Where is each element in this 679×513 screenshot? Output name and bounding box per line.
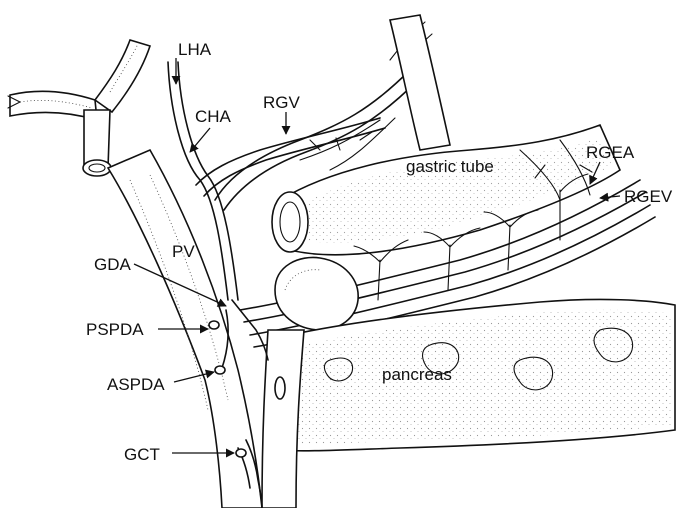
duodenum [275,257,358,330]
label-cha: CHA [195,107,232,126]
label-rgea: RGEA [586,143,635,162]
cha-leader [190,128,210,152]
label-gda: GDA [94,255,132,274]
label-pancreas: pancreas [382,365,452,384]
label-gct: GCT [124,445,160,464]
upper-left-veins [8,40,150,176]
label-rgev: RGEV [624,187,673,206]
label-rgv: RGV [263,93,301,112]
label-lha: LHA [178,40,212,59]
label-gastric-tube: gastric tube [406,157,494,176]
label-pspda: PSPDA [86,320,144,339]
label-pv: PV [172,242,195,261]
label-aspda: ASPDA [107,375,165,394]
